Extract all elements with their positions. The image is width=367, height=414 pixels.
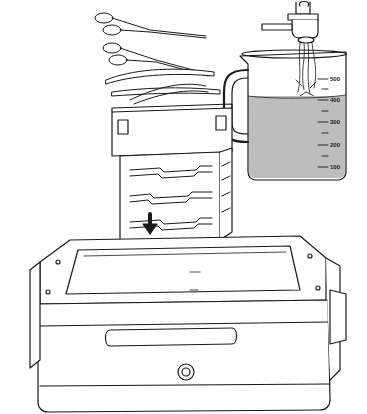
instrument-basket [118, 120, 128, 134]
ultrasonic-tank [106, 328, 237, 346]
faucet [292, 20, 318, 38]
basket-slots [130, 172, 212, 178]
surgical-instruments [134, 91, 208, 104]
scale-number: 500 [330, 76, 340, 82]
surgical-instruments [103, 43, 121, 53]
ultrasonic-tank [40, 322, 328, 326]
ultrasonic-tank [308, 254, 312, 258]
faucet [262, 2, 318, 44]
ultrasonic-tank [40, 236, 326, 304]
scale-marks [318, 79, 328, 167]
ultrasonic-tank [66, 246, 300, 294]
measuring-beaker [232, 78, 248, 134]
ultrasonic-tank [30, 236, 346, 412]
faucet [299, 2, 308, 7]
ultrasonic-tank [190, 272, 200, 290]
faucet [262, 24, 292, 30]
water-stream [296, 80, 316, 96]
faucet [298, 37, 314, 43]
ultrasonic-tank [330, 290, 346, 344]
surgical-instruments [95, 13, 113, 23]
ultrasonic-tank [178, 364, 194, 380]
water-stream [296, 43, 316, 96]
basket-slots [130, 218, 212, 224]
instrument-basket [112, 104, 232, 112]
scale-number: 300 [330, 119, 340, 125]
instrument-basket [216, 116, 226, 130]
instrument-basket [112, 104, 232, 244]
measuring-beaker [224, 50, 346, 180]
surgical-instruments [103, 25, 121, 35]
scale-number: 400 [330, 97, 340, 103]
surgical-instruments [106, 69, 214, 84]
measuring-beaker [242, 50, 346, 58]
ultrasonic-tank [40, 384, 330, 386]
ultrasonic-tank [316, 286, 320, 290]
instrument-basket [112, 108, 232, 156]
ultrasonic-tank [182, 368, 190, 376]
ultrasonic-tank [84, 252, 286, 256]
surgical-instruments [109, 55, 127, 65]
measuring-beaker [248, 96, 345, 178]
measuring-beaker [240, 52, 346, 180]
ultrasonic-tank [56, 260, 60, 264]
ultrasonic-tank [38, 300, 330, 412]
scale-marks [318, 79, 328, 167]
basket-slots [130, 162, 230, 230]
insert-arrow [143, 214, 157, 234]
basket-slots [222, 162, 230, 212]
instrument-basket [120, 152, 220, 244]
ultrasonic-tank [46, 290, 50, 294]
basket-slots [130, 224, 212, 230]
basket-slots [130, 166, 212, 172]
scale-number: 100 [330, 164, 340, 170]
insert-arrow [143, 224, 157, 234]
basket-slots [130, 192, 212, 198]
surgical-instruments [95, 13, 220, 104]
ultrasonic-tank [30, 262, 40, 368]
surgical-instruments [130, 84, 206, 100]
instrument-basket [220, 148, 232, 240]
scale-number: 200 [330, 142, 340, 148]
faucet [296, 2, 310, 14]
basket-slots [130, 198, 212, 204]
faucet [288, 14, 318, 20]
surgical-instruments [112, 18, 206, 38]
